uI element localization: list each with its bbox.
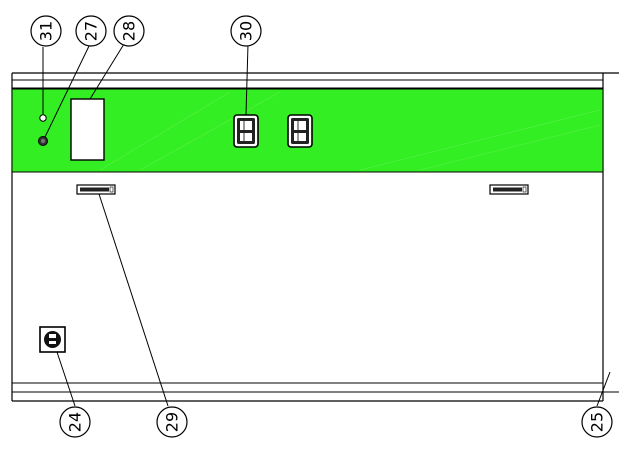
port-connector-2: [287, 114, 313, 148]
callout-27: 27: [75, 15, 107, 47]
callout-30-label: 30: [237, 21, 256, 41]
callout-28-label: 28: [120, 21, 139, 41]
callout-25-label: 25: [588, 412, 607, 432]
callout-24-label: 24: [66, 412, 85, 432]
slot-latch-right: [489, 184, 529, 195]
slot-latch-left: [76, 184, 116, 195]
callout-24: 24: [59, 406, 91, 438]
leader-lines: [42, 43, 611, 407]
display-window: [70, 98, 105, 161]
panel-sheen: [99, 91, 601, 171]
callout-31: 31: [30, 15, 62, 47]
led-indicator: [39, 114, 47, 122]
callout-30: 30: [230, 15, 262, 47]
port-connector-1: [233, 114, 259, 148]
callout-27-label: 27: [82, 21, 101, 41]
reset-button: [38, 136, 48, 146]
callout-31-label: 31: [37, 21, 56, 41]
callout-29-label: 29: [163, 412, 182, 432]
callout-29: 29: [156, 406, 188, 438]
callout-28: 28: [113, 15, 145, 47]
callout-25: 25: [581, 406, 613, 438]
power-socket: [39, 326, 66, 353]
